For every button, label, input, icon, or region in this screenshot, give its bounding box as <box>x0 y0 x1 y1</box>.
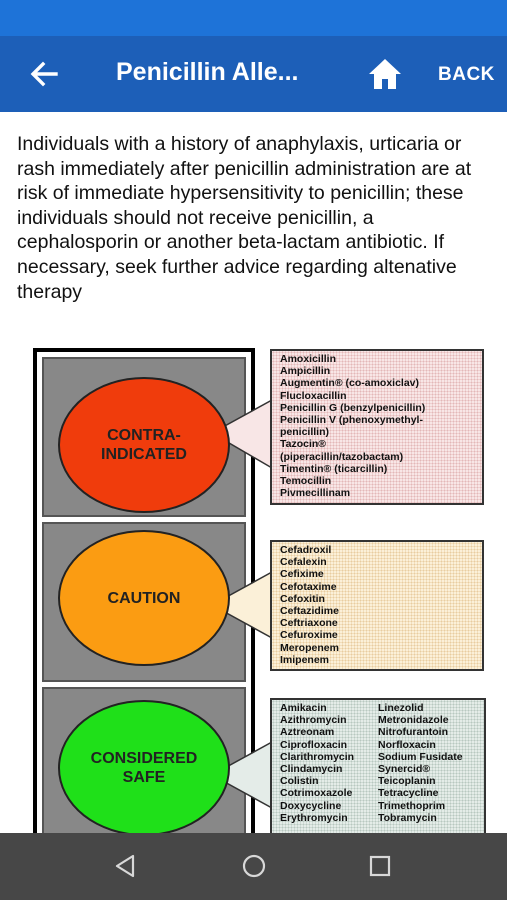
arrow-left-icon[interactable] <box>26 56 62 92</box>
system-nav-bar <box>0 833 507 900</box>
safe-label-line2: SAFE <box>122 769 166 786</box>
contraindicated-drug-list: Amoxicillin Ampicillin Augmentin® (co-am… <box>270 349 484 505</box>
list-item: Trimethoprim <box>378 799 446 812</box>
list-item: Ceftazidime <box>280 605 339 618</box>
list-item: Cotrimoxazole <box>280 787 353 800</box>
list-item: Tobramycin <box>378 811 437 824</box>
list-item: Metronidazole <box>378 714 449 727</box>
list-item: Norfloxacin <box>378 738 436 751</box>
safe-drug-column-1: Amikacin Azithromycin Aztreonam Ciproflo… <box>280 702 378 824</box>
caution-light: CAUTION <box>58 530 230 666</box>
considered-safe-light: CONSIDERED SAFE <box>58 700 230 833</box>
list-item: Cefadroxil <box>280 544 332 556</box>
contraindicated-label-line2: INDICATED <box>101 446 187 463</box>
caution-label: CAUTION <box>107 589 181 607</box>
list-item: Aztreonam <box>280 726 335 739</box>
list-item: Penicillin V (phenoxymethyl- <box>280 414 423 427</box>
list-item: Sodium Fusidate <box>378 750 463 763</box>
circle-home-icon[interactable] <box>241 853 267 879</box>
traffic-light-figure: CONTRA- INDICATED CAUTION CONSIDERED SAF… <box>0 340 507 833</box>
page-title: Penicillin Alle... <box>116 58 299 86</box>
list-item: Clarithromycin <box>280 750 355 763</box>
contraindicated-label-line1: CONTRA- <box>107 427 181 444</box>
list-item: Flucloxacillin <box>280 389 347 402</box>
list-item: Cefixime <box>280 568 324 581</box>
list-item: Cefoxitin <box>280 592 325 605</box>
list-item: Augmentin® (co-amoxiclav) <box>280 377 420 390</box>
list-item: Synercid® <box>378 763 431 776</box>
list-item: Doxycycline <box>280 799 342 812</box>
back-button[interactable]: BACK <box>438 64 495 85</box>
list-item: (piperacillin/tazobactam) <box>280 450 404 463</box>
list-item: Pivmecillinam <box>280 487 351 500</box>
list-item: penicillin) <box>280 426 330 439</box>
contraindicated-light: CONTRA- INDICATED <box>58 377 230 513</box>
list-item: Cefotaxime <box>280 580 337 593</box>
list-item: Tazocin® <box>280 438 327 451</box>
list-item: Penicillin G (benzylpenicillin) <box>280 401 426 414</box>
list-item: Amikacin <box>280 702 327 714</box>
intro-text: Individuals with a history of anaphylaxi… <box>17 133 472 303</box>
caution-drug-list: Cefadroxil Cefalexin Cefixime Cefotaxime… <box>270 540 484 671</box>
list-item: Tetracycline <box>378 787 439 800</box>
list-item: Temocillin <box>280 475 332 488</box>
list-item: Cefalexin <box>280 556 327 569</box>
list-item: Teicoplanin <box>378 775 436 788</box>
list-item: Ciprofloxacin <box>280 738 348 751</box>
list-item: Imipenem <box>280 653 330 666</box>
list-item: Erythromycin <box>280 811 348 824</box>
triangle-back-icon[interactable] <box>113 853 139 879</box>
list-item: Nitrofurantoin <box>378 726 448 739</box>
square-recent-icon[interactable] <box>369 855 391 877</box>
home-icon[interactable] <box>366 56 404 92</box>
list-item: Linezolid <box>378 702 424 714</box>
list-item: Timentin® (ticarcillin) <box>280 462 388 475</box>
safe-drug-list: Amikacin Azithromycin Aztreonam Ciproflo… <box>270 698 486 833</box>
list-item: Azithromycin <box>280 714 347 727</box>
list-item: Amoxicillin <box>280 353 337 365</box>
safe-label-line1: CONSIDERED <box>90 750 198 767</box>
list-item: Meropenem <box>280 641 339 654</box>
list-item: Ampicillin <box>280 365 331 378</box>
status-bar <box>0 0 507 36</box>
app-bar: Penicillin Alle... BACK <box>0 36 507 112</box>
safe-drug-column-2: Linezolid Metronidazole Nitrofurantoin N… <box>378 702 463 824</box>
list-item: Ceftriaxone <box>280 617 338 630</box>
list-item: Colistin <box>280 775 319 788</box>
list-item: Clindamycin <box>280 763 343 776</box>
list-item: Cefuroxime <box>280 629 338 642</box>
